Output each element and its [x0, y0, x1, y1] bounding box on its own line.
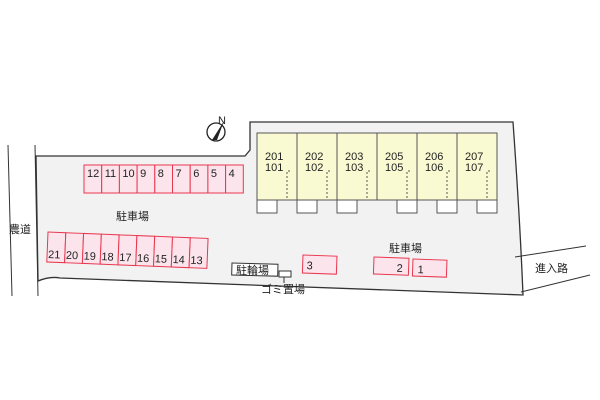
unit-upper-number: 203: [345, 151, 363, 163]
svg-text:17: 17: [119, 252, 132, 264]
svg-text:13: 13: [190, 255, 203, 267]
svg-text:1: 1: [417, 264, 424, 276]
svg-text:5: 5: [211, 168, 217, 180]
parking-stall-2: 2: [372, 256, 410, 276]
svg-text:18: 18: [101, 251, 114, 263]
svg-text:12: 12: [87, 168, 99, 180]
parking-stall: 20: [64, 232, 85, 264]
parking-stall: 10: [118, 164, 138, 194]
parking-stall: 17: [117, 234, 138, 267]
svg-text:15: 15: [155, 253, 168, 265]
north-arrow-icon: N: [206, 115, 226, 142]
unit-upper-number: 202: [305, 151, 323, 163]
svg-text:7: 7: [176, 168, 182, 180]
unit-upper-number: 201: [265, 151, 283, 163]
unit-lower-number: 106: [425, 162, 443, 174]
svg-text:16: 16: [137, 253, 150, 265]
parking-stall: 7: [172, 164, 191, 194]
garbage-area-box: [278, 270, 292, 278]
parking-stall-3: 3: [301, 254, 338, 275]
parking-stall: 18: [99, 233, 120, 266]
svg-text:9: 9: [140, 168, 146, 180]
svg-text:19: 19: [83, 250, 96, 262]
parking-stall: 19: [81, 232, 102, 265]
parking-stall: 14: [170, 236, 191, 269]
parking-stall: 5: [207, 164, 227, 194]
svg-text:2: 2: [396, 263, 403, 275]
unit-upper-number: 205: [385, 151, 403, 163]
parking-stall: 11: [101, 164, 120, 194]
svg-text:21: 21: [48, 249, 61, 261]
parking-label: 駐車場: [389, 241, 422, 255]
parking-stall: 12: [83, 164, 103, 194]
svg-text:10: 10: [122, 168, 134, 180]
unit-lower-number: 107: [465, 162, 483, 174]
svg-text:6: 6: [193, 168, 199, 180]
parking-stall: 8: [154, 164, 174, 194]
parking-stall: 16: [135, 235, 156, 267]
entrance-road-edge: [514, 245, 591, 293]
svg-text:N: N: [218, 115, 226, 127]
parking-stall: 15: [152, 235, 174, 268]
unit-upper-number: 206: [425, 151, 443, 163]
unit-upper-number: 207: [465, 151, 483, 163]
farm-road-label: 農道: [9, 222, 31, 236]
unit-lower-number: 105: [385, 162, 403, 174]
parking-stall: 13: [188, 237, 209, 269]
parking-stall: 6: [189, 164, 209, 194]
parking-stall: 21: [46, 231, 67, 264]
unit-lower-number: 102: [305, 162, 323, 174]
parking-stall: 9: [136, 164, 156, 194]
farm-road-edge: [7, 144, 13, 297]
garbage-area-label: ゴミ置場: [261, 282, 305, 296]
svg-text:8: 8: [158, 168, 164, 180]
svg-text:14: 14: [172, 254, 185, 266]
parking-stall: 4: [225, 164, 244, 194]
bicycle-parking-label: 駐輪場: [236, 263, 269, 277]
unit-lower-number: 103: [345, 162, 363, 174]
svg-text:11: 11: [105, 168, 116, 180]
parking-stall-1: 1: [411, 258, 448, 278]
unit-lower-number: 101: [265, 162, 283, 174]
svg-text:3: 3: [306, 260, 313, 272]
parking-row-bottom: 21 20 19 18 17 16 15 14 13: [46, 231, 209, 269]
entrance-road-label: 進入路: [535, 262, 568, 275]
bicycle-parking: [231, 262, 279, 277]
parking-label: 駐車場: [116, 209, 149, 223]
svg-text:4: 4: [229, 168, 235, 180]
svg-text:20: 20: [66, 250, 79, 262]
